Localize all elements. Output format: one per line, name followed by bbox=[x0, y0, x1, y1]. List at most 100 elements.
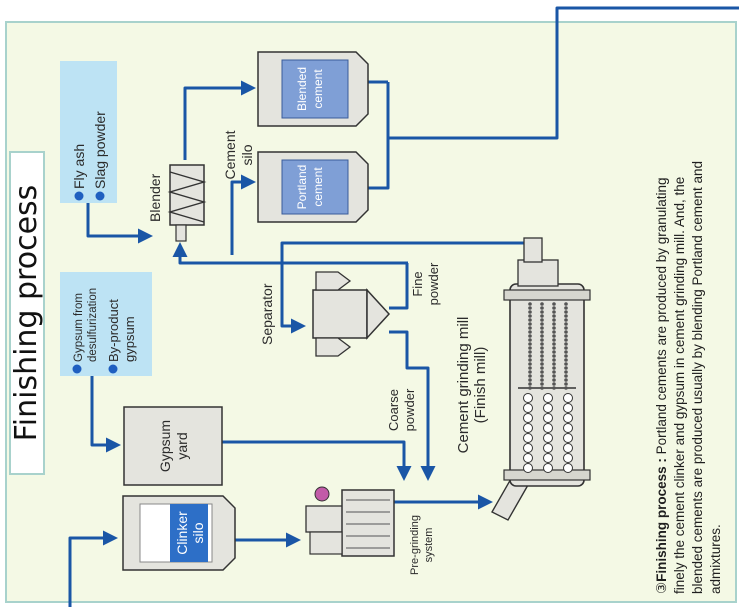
grinding-ball-small bbox=[564, 318, 568, 322]
grinding-ball-small bbox=[540, 318, 544, 322]
blender-screw bbox=[167, 171, 207, 223]
grinding-ball-small bbox=[540, 306, 544, 310]
grinding-ball bbox=[543, 403, 553, 413]
grinding-ball-small bbox=[540, 326, 544, 330]
grinding-ball-small bbox=[528, 382, 532, 386]
grinding-ball-small bbox=[552, 382, 556, 386]
grinding-ball-small bbox=[564, 358, 568, 362]
grinding-ball bbox=[543, 423, 553, 433]
flow-return-to-blender bbox=[172, 242, 408, 265]
grinding-ball-small bbox=[564, 370, 568, 374]
blended-cement-label-2: cement bbox=[311, 69, 325, 109]
grinding-ball-small bbox=[564, 338, 568, 342]
mill-balls-large bbox=[523, 393, 573, 473]
flow-clinker-input bbox=[68, 530, 118, 607]
grinding-ball-small bbox=[540, 330, 544, 334]
grinding-ball-small bbox=[540, 382, 544, 386]
grinding-ball bbox=[563, 443, 573, 453]
coarse-powder-label-1: Coarse bbox=[386, 389, 401, 431]
bullet-icon bbox=[72, 364, 82, 374]
description: ③Finishing process : Portland cements ar… bbox=[654, 161, 723, 594]
grinding-ball-small bbox=[552, 358, 556, 362]
grinding-ball-small bbox=[528, 354, 532, 358]
portland-cement-label-1: Portland bbox=[295, 165, 309, 210]
grinding-ball-small bbox=[528, 370, 532, 374]
grinding-ball-small bbox=[540, 354, 544, 358]
grinding-ball-small bbox=[564, 334, 568, 338]
description-line-2: finely the cement clinker and gypsum in … bbox=[672, 177, 687, 594]
grinding-ball bbox=[523, 393, 533, 403]
grinding-ball bbox=[563, 413, 573, 423]
grinding-ball bbox=[543, 453, 553, 463]
grinding-ball-small bbox=[552, 318, 556, 322]
mill-label-1: Cement grinding mill bbox=[455, 317, 472, 454]
pregrinding-label-1: Pre-grinding bbox=[409, 515, 421, 575]
grinding-ball-small bbox=[528, 386, 532, 390]
grinding-ball-small bbox=[564, 366, 568, 370]
grinding-ball bbox=[543, 433, 553, 443]
separator-cone bbox=[366, 288, 391, 340]
blended-cement-label-1: Blended bbox=[295, 67, 309, 111]
bullet-icon bbox=[95, 191, 105, 201]
flow-blender-to-blended bbox=[183, 80, 256, 160]
slag-powder-label: Slag powder bbox=[92, 111, 108, 189]
page-title: Finishing process bbox=[9, 185, 44, 442]
flyash-labels: Fly ash Slag powder bbox=[71, 111, 108, 201]
grinding-ball-small bbox=[552, 326, 556, 330]
bullet-icon bbox=[108, 364, 118, 374]
grinding-ball-small bbox=[528, 342, 532, 346]
separator-label: Separator bbox=[259, 283, 275, 345]
grinding-ball bbox=[523, 413, 533, 423]
portland-cement-silo: Portland cement bbox=[257, 151, 369, 223]
grinding-ball-small bbox=[540, 314, 544, 318]
cement-silo-label-1: Cement bbox=[222, 130, 238, 179]
grinding-ball-small bbox=[528, 318, 532, 322]
clinker-tag bbox=[170, 504, 208, 562]
feed-hopper-icon bbox=[314, 486, 330, 502]
grinding-ball-small bbox=[540, 322, 544, 326]
flow-mill-to-separator bbox=[280, 241, 525, 334]
mill-flange-top bbox=[503, 289, 591, 301]
flow-to-shipping bbox=[388, 6, 739, 140]
flow-separator-fine bbox=[389, 263, 409, 310]
grinding-ball-small bbox=[564, 310, 568, 314]
mill-balls-small bbox=[528, 302, 568, 390]
grinding-ball bbox=[563, 463, 573, 473]
description-heading: Finishing process : bbox=[654, 458, 669, 582]
grinding-ball-small bbox=[564, 322, 568, 326]
grinding-ball-small bbox=[528, 314, 532, 318]
grinding-ball-small bbox=[552, 306, 556, 310]
grinding-ball-small bbox=[528, 322, 532, 326]
grinding-ball-small bbox=[552, 386, 556, 390]
gypsum-desulf-label-1: Gypsum from bbox=[73, 293, 85, 362]
mill-outlet-stack bbox=[523, 237, 543, 263]
clinker-silo-label-2: silo bbox=[190, 522, 206, 543]
grinding-ball-small bbox=[552, 374, 556, 378]
pregrinding-label-2: system bbox=[423, 528, 435, 563]
grinding-ball-small bbox=[540, 366, 544, 370]
grinding-ball-small bbox=[540, 342, 544, 346]
blender-label: Blender bbox=[147, 173, 163, 222]
grinding-ball-small bbox=[528, 350, 532, 354]
grinding-ball bbox=[543, 463, 553, 473]
pregrind-feeder bbox=[305, 505, 347, 533]
grinding-ball-small bbox=[564, 350, 568, 354]
description-line-3: blended cements are produced usually by … bbox=[690, 161, 705, 594]
silo-fill bbox=[281, 59, 349, 119]
grinding-ball-small bbox=[540, 386, 544, 390]
grinding-ball bbox=[563, 433, 573, 443]
grinding-ball-small bbox=[528, 302, 532, 306]
flow-gypsum-yard-to-pregrind bbox=[222, 440, 412, 481]
grinding-ball-small bbox=[528, 378, 532, 382]
grinding-ball-small bbox=[564, 354, 568, 358]
grinding-ball-small bbox=[540, 310, 544, 314]
grinding-ball bbox=[523, 433, 533, 443]
flyash-label: Fly ash bbox=[71, 144, 87, 189]
grinding-ball-small bbox=[528, 366, 532, 370]
mill-label-2: (Finish mill) bbox=[472, 347, 489, 424]
grinding-ball-small bbox=[564, 346, 568, 350]
portland-cement-label-2: cement bbox=[311, 167, 325, 207]
grinding-ball-small bbox=[528, 334, 532, 338]
gypsum-input-box bbox=[60, 272, 152, 376]
